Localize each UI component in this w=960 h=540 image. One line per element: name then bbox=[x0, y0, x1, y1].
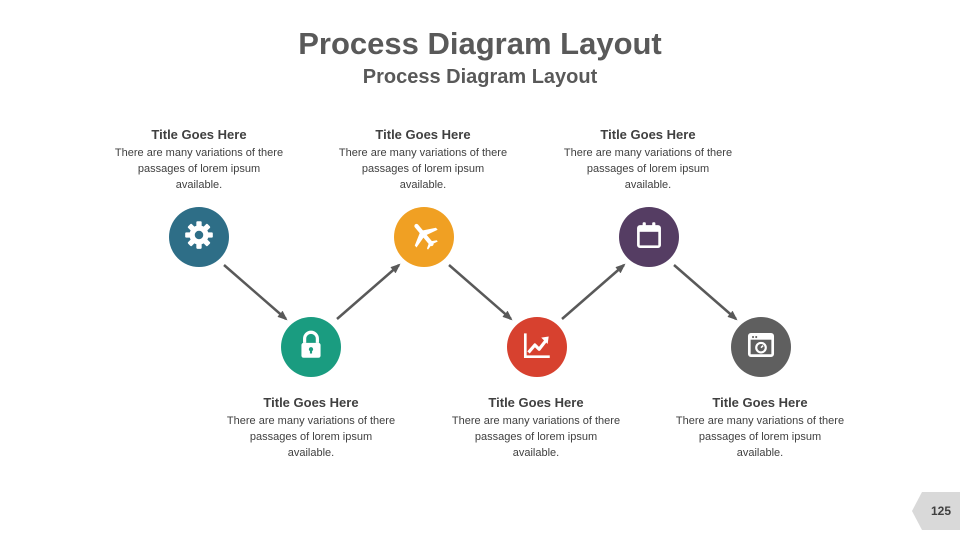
step-4-label: Title Goes Here There are many variation… bbox=[451, 394, 621, 461]
step-6-description: There are many variations of there passa… bbox=[675, 415, 845, 459]
step-3-description: There are many variations of there passa… bbox=[338, 147, 508, 191]
arrow-1-to-2 bbox=[223, 264, 288, 321]
step-5-label: Title Goes Here There are many variation… bbox=[563, 126, 733, 193]
browser-window-icon bbox=[744, 328, 778, 367]
step-6-label: Title Goes Here There are many variation… bbox=[675, 394, 845, 461]
step-2-circle bbox=[281, 317, 341, 377]
step-2-label: Title Goes Here There are many variation… bbox=[226, 394, 396, 461]
step-2-title: Title Goes Here bbox=[263, 395, 359, 410]
step-5-circle bbox=[619, 207, 679, 267]
lock-icon bbox=[294, 328, 328, 367]
step-5-description: There are many variations of there passa… bbox=[563, 147, 733, 191]
step-4-title: Title Goes Here bbox=[488, 395, 584, 410]
page-number-badge: 125 bbox=[912, 492, 960, 530]
slide-subtitle: Process Diagram Layout bbox=[362, 66, 598, 88]
chart-trend-icon bbox=[520, 328, 554, 367]
page-badge-shape bbox=[912, 492, 960, 530]
arrow-5-to-6 bbox=[673, 264, 738, 321]
step-6-circle bbox=[731, 317, 791, 377]
step-4-description: There are many variations of there passa… bbox=[451, 415, 621, 459]
page-number: 125 bbox=[930, 504, 952, 518]
arrow-3-to-4 bbox=[448, 264, 513, 321]
step-6-title: Title Goes Here bbox=[712, 395, 808, 410]
step-1-circle bbox=[169, 207, 229, 267]
step-3-circle bbox=[394, 207, 454, 267]
airplane-icon bbox=[407, 218, 441, 257]
gear-icon bbox=[182, 218, 216, 257]
step-3-title: Title Goes Here bbox=[375, 127, 471, 142]
step-2-description: There are many variations of there passa… bbox=[226, 415, 396, 459]
calendar-icon bbox=[632, 218, 666, 257]
arrow-2-to-3 bbox=[336, 263, 401, 320]
step-4-circle bbox=[507, 317, 567, 377]
step-3-label: Title Goes Here There are many variation… bbox=[338, 126, 508, 193]
step-5-title: Title Goes Here bbox=[600, 127, 696, 142]
step-1-title: Title Goes Here bbox=[151, 127, 247, 142]
slide-title: Process Diagram Layout bbox=[298, 26, 662, 61]
step-1-label: Title Goes Here There are many variation… bbox=[114, 126, 284, 193]
arrow-4-to-5 bbox=[561, 263, 626, 320]
step-1-description: There are many variations of there passa… bbox=[114, 147, 284, 191]
